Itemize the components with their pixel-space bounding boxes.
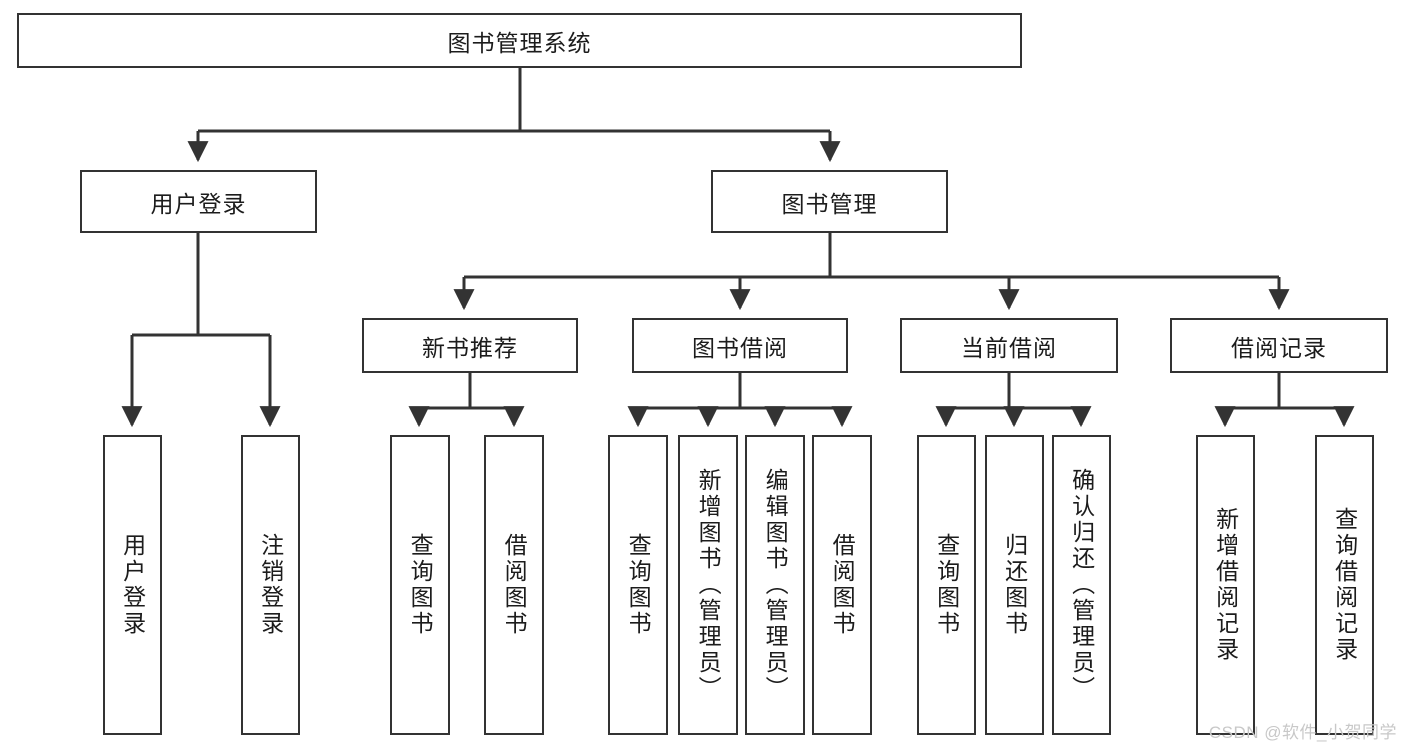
node-label: 图书管理 [781, 190, 878, 217]
node-label: 图书管理系统 [447, 29, 592, 56]
node-label: 确认归还（管理员） [1068, 468, 1095, 702]
leaf-query-book-borrow[interactable]: 查询图书 [608, 435, 668, 735]
leaf-edit-book-admin[interactable]: 编辑图书（管理员） [745, 435, 805, 735]
node-label: 查询图书 [625, 533, 652, 637]
node-book-management[interactable]: 图书管理 [711, 170, 948, 233]
node-label: 查询图书 [407, 533, 434, 637]
node-label: 借阅图书 [829, 533, 856, 637]
leaf-query-borrow-record[interactable]: 查询借阅记录 [1315, 435, 1374, 735]
node-label: 查询借阅记录 [1331, 507, 1358, 663]
node-label: 借阅图书 [501, 533, 528, 637]
node-new-book-recommend[interactable]: 新书推荐 [362, 318, 578, 373]
leaf-return-book[interactable]: 归还图书 [985, 435, 1044, 735]
node-label: 新书推荐 [422, 334, 518, 361]
leaf-query-book-current[interactable]: 查询图书 [917, 435, 976, 735]
node-label: 用户登录 [150, 190, 247, 217]
node-label: 编辑图书（管理员） [762, 468, 789, 702]
node-borrow-record[interactable]: 借阅记录 [1170, 318, 1388, 373]
node-label: 查询图书 [933, 533, 960, 637]
node-current-borrow[interactable]: 当前借阅 [900, 318, 1118, 373]
node-label: 用户登录 [119, 533, 146, 637]
leaf-add-borrow-record[interactable]: 新增借阅记录 [1196, 435, 1255, 735]
node-label: 新增借阅记录 [1212, 507, 1239, 663]
node-label: 注销登录 [257, 533, 284, 637]
node-label: 图书借阅 [692, 334, 788, 361]
node-user-login[interactable]: 用户登录 [80, 170, 317, 233]
leaf-add-book-admin[interactable]: 新增图书（管理员） [678, 435, 738, 735]
leaf-confirm-return-admin[interactable]: 确认归还（管理员） [1052, 435, 1111, 735]
watermark: CSDN @软件_小贺同学 [1208, 723, 1397, 742]
node-book-borrow[interactable]: 图书借阅 [632, 318, 848, 373]
node-root[interactable]: 图书管理系统 [17, 13, 1022, 68]
leaf-logout[interactable]: 注销登录 [241, 435, 300, 735]
leaf-borrow-book-recommend[interactable]: 借阅图书 [484, 435, 544, 735]
node-label: 新增图书（管理员） [695, 468, 722, 702]
node-label: 归还图书 [1001, 533, 1028, 637]
leaf-user-login[interactable]: 用户登录 [103, 435, 162, 735]
leaf-borrow-book[interactable]: 借阅图书 [812, 435, 872, 735]
leaf-query-book-recommend[interactable]: 查询图书 [390, 435, 450, 735]
node-label: 当前借阅 [961, 334, 1057, 361]
node-label: 借阅记录 [1231, 334, 1327, 361]
